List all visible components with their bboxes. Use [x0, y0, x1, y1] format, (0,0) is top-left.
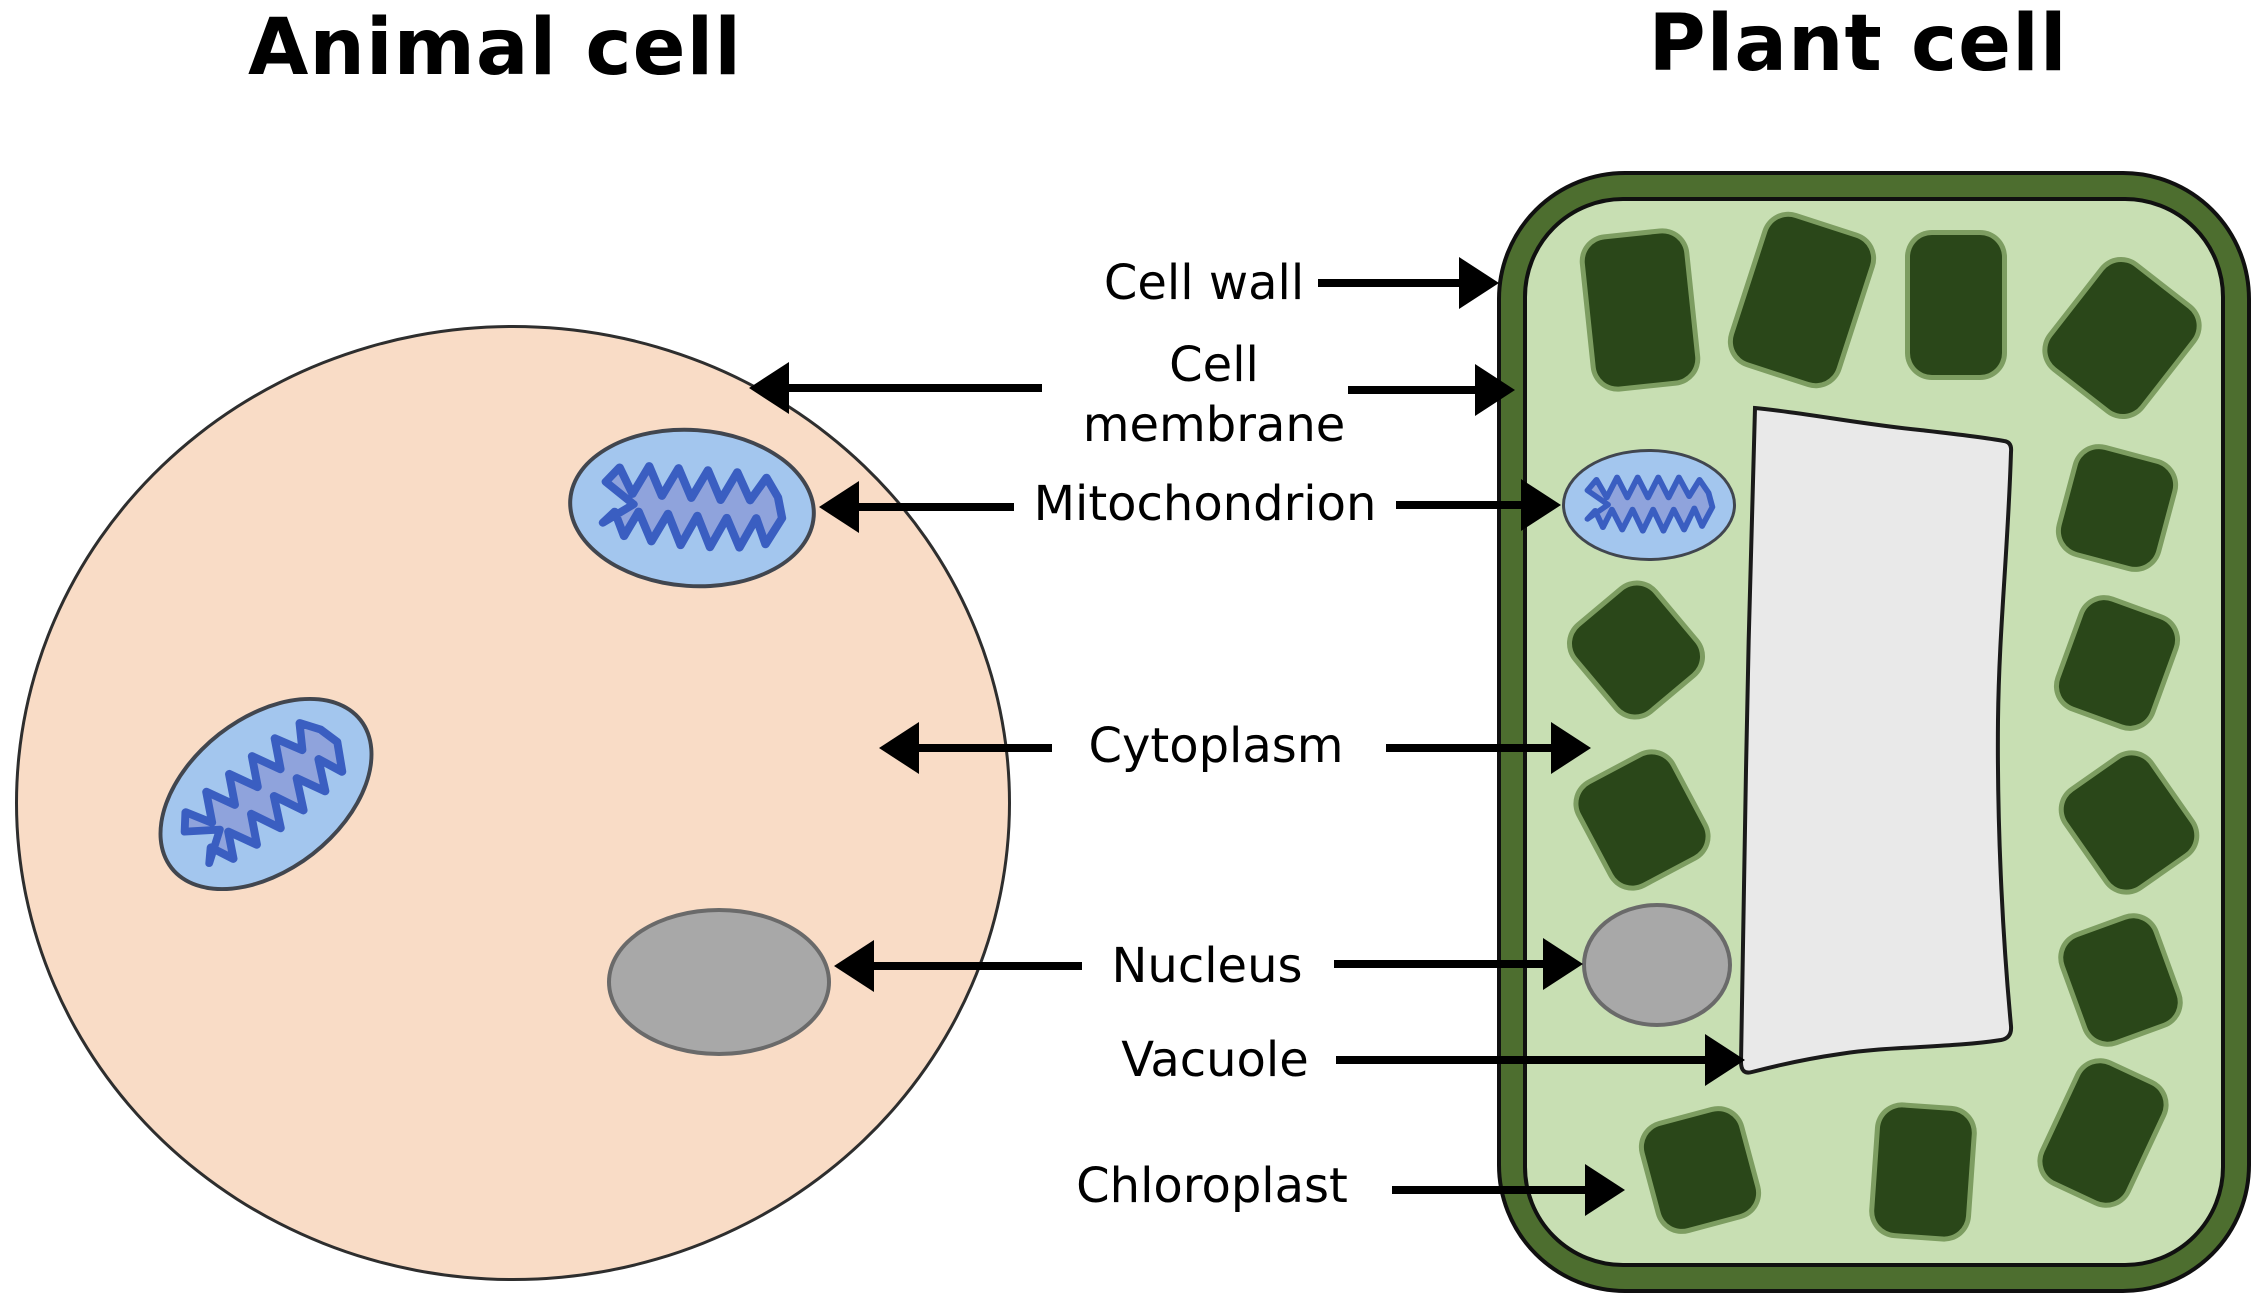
nucleus-label: Nucleus	[1111, 938, 1303, 994]
mitochondrion-shape	[562, 419, 822, 597]
cell-membrane-arrow-right	[1348, 386, 1476, 394]
chloroplast-label: Chloroplast	[1076, 1158, 1348, 1214]
chloroplast-shape	[1582, 231, 1698, 389]
mitochondrion-cristae-icon	[181, 719, 347, 868]
cytoplasm-arrow-left	[918, 744, 1052, 752]
cell-membrane-arrow-left	[788, 384, 1042, 392]
nucleus-shape	[607, 908, 831, 1056]
mitochondrion-cristae-icon	[598, 461, 786, 552]
mitochondrion-cristae-icon	[1584, 474, 1715, 534]
mitochondrion-arrow-left	[858, 503, 1014, 511]
vacuole-arrow	[1336, 1056, 1706, 1064]
mitochondrion-shape	[1562, 449, 1736, 561]
cytoplasm-label: Cytoplasm	[1088, 718, 1344, 774]
plant-cell-title: Plant cell	[1648, 0, 2068, 89]
chloroplast-arrow	[1392, 1186, 1586, 1194]
animal-cell-title: Animal cell	[247, 3, 743, 93]
cell-wall-label: Cell wall	[1103, 255, 1305, 311]
cell-membrane-label: Cell membrane	[1082, 337, 1346, 453]
vacuole-shape	[1738, 405, 2014, 1075]
vacuole-label: Vacuole	[1121, 1032, 1309, 1088]
mitochondrion-label: Mitochondrion	[1033, 476, 1377, 532]
mitochondrion-arrow-right	[1396, 501, 1522, 509]
cytoplasm-arrow-right	[1386, 744, 1552, 752]
nucleus-arrow-left	[873, 962, 1082, 970]
cell-wall-arrow	[1318, 279, 1460, 287]
chloroplast-shape	[1910, 235, 2002, 375]
mitochondrion-shape	[121, 657, 411, 931]
chloroplast-shape	[1872, 1105, 1974, 1239]
nucleus-shape	[1582, 903, 1732, 1027]
nucleus-arrow-right	[1334, 960, 1544, 968]
